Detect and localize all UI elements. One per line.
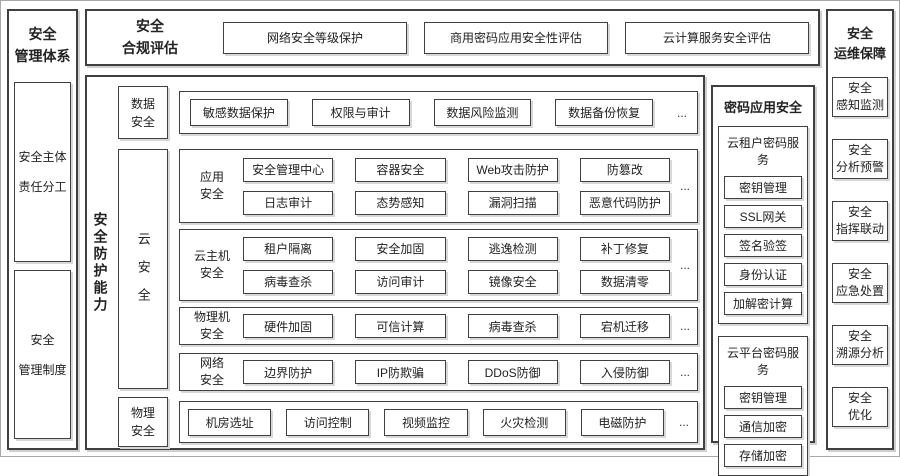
cloud-host-security-section: 云主机 安全 租户隔离 安全加固 逃逸检测 补丁修复 病毒查杀 访问审计 镜像安… <box>179 229 698 301</box>
compliance-item-commercial-crypto: 商用密码应用安全性评估 <box>424 21 608 54</box>
operations-item-monitoring: 安全 感知监测 <box>832 77 888 118</box>
network-security-item: DDoS防御 <box>467 360 558 384</box>
security-management-panel: 安全 管理体系 安全主体 责任分工 安全 管理制度 <box>7 9 78 450</box>
physical-security-item: 火灾检测 <box>482 408 566 436</box>
network-security-ellipsis: ... <box>679 365 690 379</box>
compliance-item-list: 网络安全等级保护 商用密码应用安全性评估 云计算服务安全评估 <box>223 21 809 54</box>
application-security-item: 恶意代码防护 <box>579 190 670 215</box>
compliance-assessment-bar: 安全 合规评估 网络安全等级保护 商用密码应用安全性评估 云计算服务安全评估 <box>85 9 820 66</box>
cloud-host-security-item: 访问审计 <box>355 269 446 294</box>
crypto-application-title: 密码应用安全 <box>723 100 802 115</box>
cloud-host-security-item: 镜像安全 <box>467 269 558 294</box>
data-security-row: 敏感数据保护 权限与审计 数据风险监测 数据备份恢复 ... <box>179 91 698 134</box>
tenant-crypto-item: 密钥管理 <box>724 176 802 199</box>
cloud-host-security-grid: 租户隔离 安全加固 逃逸检测 补丁修复 病毒查杀 访问审计 镜像安全 数据清零 <box>243 236 670 294</box>
physical-security-label: 物理 安全 <box>118 397 168 447</box>
network-security-section: 网络 安全 边界防护 IP防欺骗 DDoS防御 入侵防御 ... <box>179 353 698 391</box>
cloud-host-security-label: 云主机 安全 <box>193 248 230 280</box>
operations-item-trace-analysis: 安全 溯源分析 <box>832 325 888 366</box>
data-security-item: 数据备份恢复 <box>555 99 653 126</box>
operations-guarantee-title: 安全 运维保障 <box>833 26 886 62</box>
physical-machine-security-ellipsis: ... <box>679 319 690 333</box>
cloud-security-label: 云安全 <box>118 149 168 389</box>
operations-item-emergency-response: 安全 应急处置 <box>832 263 888 304</box>
application-security-item: 漏洞扫描 <box>467 190 558 215</box>
compliance-bar-title: 安全 合规评估 <box>122 17 178 56</box>
operations-item-optimization: 安全 优化 <box>832 387 888 428</box>
tenant-crypto-service-group: 云租户密码服务 密钥管理 SSL网关 签名验签 身份认证 加解密计算 <box>718 126 808 324</box>
cloud-host-security-ellipsis: ... <box>679 258 690 272</box>
platform-crypto-service-title: 云平台密码服务 <box>726 346 799 377</box>
cloud-host-security-item: 租户隔离 <box>243 236 334 261</box>
network-security-label: 网络 安全 <box>199 355 224 387</box>
compliance-item-network-grade: 网络安全等级保护 <box>223 21 407 54</box>
platform-crypto-item: 存储加密 <box>724 444 802 467</box>
physical-machine-security-section: 物理机 安全 硬件加固 可信计算 病毒查杀 宕机迁移 ... <box>179 307 698 345</box>
network-security-item: IP防欺骗 <box>355 360 446 384</box>
management-item-policy: 安全 管理制度 <box>14 270 71 439</box>
network-security-item: 入侵防御 <box>579 360 670 384</box>
platform-crypto-item: 密钥管理 <box>724 386 802 409</box>
data-security-item: 权限与审计 <box>311 99 410 126</box>
platform-crypto-item: 通信加密 <box>724 415 802 438</box>
operations-item-list: 安全 感知监测 安全 分析预警 安全 指挥联动 安全 应急处置 安全 溯源分析 … <box>832 66 888 438</box>
physical-machine-security-item: 病毒查杀 <box>467 314 558 338</box>
tenant-crypto-item: SSL网关 <box>724 205 802 228</box>
tenant-crypto-item: 签名验签 <box>724 234 802 257</box>
cloud-host-security-item: 病毒查杀 <box>243 269 334 294</box>
application-security-item: 容器安全 <box>355 157 446 182</box>
application-security-grid: 安全管理中心 容器安全 Web攻击防护 防篡改 日志审计 态势感知 漏洞扫描 恶… <box>243 157 670 215</box>
data-security-label: 数据 安全 <box>118 86 168 139</box>
network-security-grid: 边界防护 IP防欺骗 DDoS防御 入侵防御 <box>243 360 670 384</box>
physical-security-item: 电磁防护 <box>580 408 664 436</box>
application-security-label: 应用 安全 <box>199 169 224 201</box>
cloud-host-security-item: 安全加固 <box>355 236 446 261</box>
application-security-item: 安全管理中心 <box>243 157 334 182</box>
operations-guarantee-panel: 安全 运维保障 安全 感知监测 安全 分析预警 安全 指挥联动 安全 应急处置 … <box>826 9 894 450</box>
compliance-item-cloud-service: 云计算服务安全评估 <box>625 21 809 54</box>
data-security-ellipsis: ... <box>677 105 688 120</box>
physical-security-item: 访问控制 <box>286 408 370 436</box>
protection-capability-title: 安全防护能力 <box>92 211 109 314</box>
physical-machine-security-grid: 硬件加固 可信计算 病毒查杀 宕机迁移 <box>243 314 670 338</box>
protection-capability-panel: 安全防护能力 数据 安全 敏感数据保护 权限与审计 数据风险监测 数据备份恢复 … <box>85 75 705 450</box>
operations-item-analysis-warning: 安全 分析预警 <box>832 139 888 180</box>
physical-security-item: 机房选址 <box>187 408 272 436</box>
physical-security-ellipsis: ... <box>679 415 690 429</box>
physical-machine-security-item: 可信计算 <box>355 314 446 338</box>
application-security-item: 态势感知 <box>355 190 446 215</box>
crypto-application-panel: 密码应用安全 云租户密码服务 密钥管理 SSL网关 签名验签 身份认证 加解密计… <box>711 85 815 476</box>
cloud-host-security-item: 逃逸检测 <box>467 236 558 261</box>
tenant-crypto-item: 加解密计算 <box>724 292 802 315</box>
operations-item-command-linkage: 安全 指挥联动 <box>832 201 888 242</box>
application-security-section: 应用 安全 安全管理中心 容器安全 Web攻击防护 防篡改 日志审计 态势感知 … <box>179 149 698 223</box>
network-security-item: 边界防护 <box>243 360 334 384</box>
management-item-responsibility: 安全主体 责任分工 <box>14 82 71 263</box>
physical-machine-security-item: 硬件加固 <box>243 314 334 338</box>
application-security-item: 日志审计 <box>243 190 334 215</box>
physical-security-item: 视频监控 <box>384 408 468 436</box>
application-security-ellipsis: ... <box>679 179 690 193</box>
application-security-item: Web攻击防护 <box>467 157 558 182</box>
platform-crypto-service-group: 云平台密码服务 密钥管理 通信加密 存储加密 <box>718 336 808 476</box>
physical-machine-security-label: 物理机 安全 <box>193 309 230 341</box>
data-security-item: 敏感数据保护 <box>190 99 288 126</box>
cloud-host-security-item: 数据清零 <box>579 269 670 294</box>
tenant-crypto-item: 身份认证 <box>724 263 802 286</box>
physical-machine-security-item: 宕机迁移 <box>579 314 670 338</box>
security-management-title: 安全 管理体系 <box>14 26 71 64</box>
application-security-item: 防篡改 <box>579 157 670 182</box>
cloud-host-security-item: 补丁修复 <box>579 236 670 261</box>
tenant-crypto-service-title: 云租户密码服务 <box>726 136 799 167</box>
physical-security-row: 机房选址 访问控制 视频监控 火灾检测 电磁防护 ... <box>179 401 698 443</box>
data-security-item: 数据风险监测 <box>433 99 532 126</box>
